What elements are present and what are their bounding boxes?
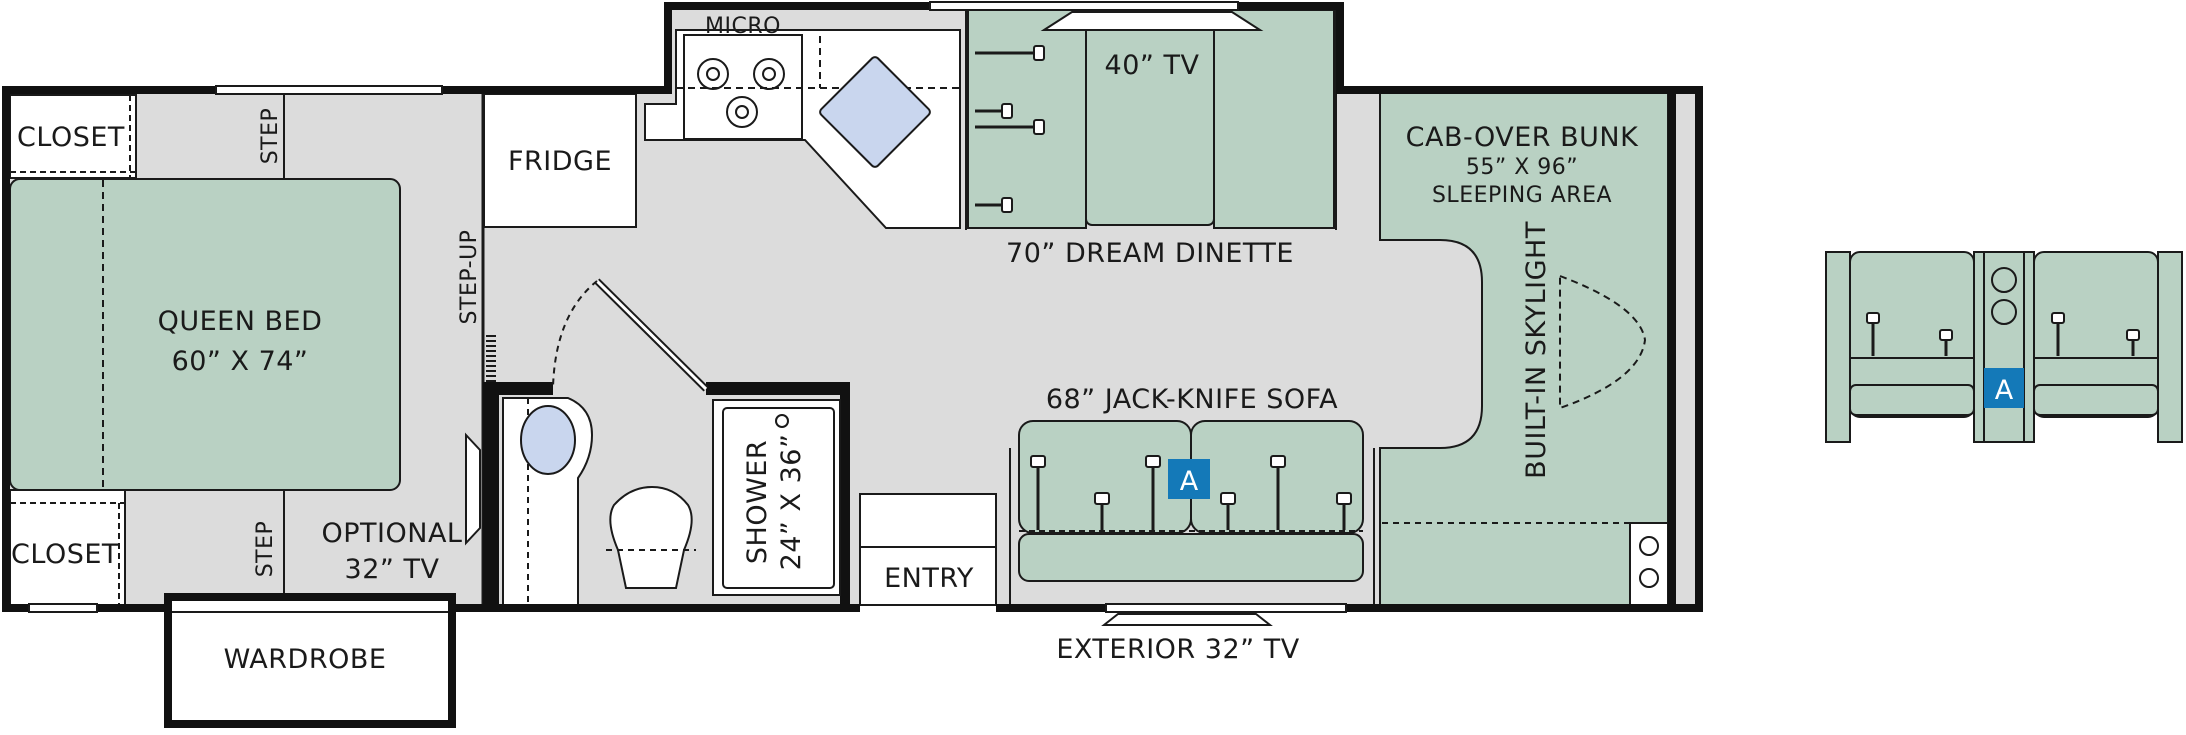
bed-size-label: 60” X 74” — [172, 346, 309, 377]
skylight-outline — [1559, 274, 1647, 410]
kitchen-sink — [819, 56, 931, 168]
micro-label: MICRO — [705, 14, 781, 39]
wardrobe — [164, 593, 456, 728]
detail-armrest — [1825, 251, 1851, 443]
bunk-switch-panel — [1629, 522, 1669, 606]
bathroom-door — [595, 279, 708, 391]
bunk-size-label: 55” X 96” — [1466, 155, 1578, 180]
tv-40-shape — [1040, 11, 1264, 31]
bunk-title-label: CAB-OVER BUNK — [1406, 122, 1639, 153]
cupholder-icon — [1991, 299, 2017, 325]
shower-label: SHOWER — [742, 440, 773, 564]
optional-tv-label: OPTIONAL — [322, 518, 463, 549]
bathroom-sink — [520, 405, 576, 475]
dinette-bench-left — [967, 9, 1087, 229]
fridge-label: FRIDGE — [508, 146, 612, 177]
shower-pan — [722, 407, 835, 589]
wardrobe-label: WARDROBE — [224, 644, 387, 675]
entry-step — [859, 493, 997, 606]
bunk-area-label: SLEEPING AREA — [1432, 183, 1612, 208]
detail-badge-label: A — [1995, 375, 2014, 406]
switch-knob-icon — [1639, 536, 1659, 556]
cab-over-bunk — [1379, 91, 1669, 606]
tv-40-label: 40” TV — [1105, 50, 1200, 81]
burner-icon — [735, 105, 749, 119]
closet-bottom-label: CLOSET — [11, 539, 119, 570]
bathroom-wall — [706, 382, 850, 395]
dinette-label: 70” DREAM DINETTE — [1006, 238, 1294, 269]
detail-cushion-left — [1849, 384, 1975, 416]
burner-icon — [726, 96, 758, 128]
sofa-badge-label: A — [1180, 466, 1199, 497]
step-top-label: STEP — [258, 108, 283, 165]
door-swing-arc — [552, 280, 598, 389]
fridge — [483, 93, 637, 228]
window-sills — [28, 1, 1347, 613]
exterior-tv-shape — [1101, 613, 1273, 626]
burner-icon — [762, 67, 776, 81]
shower-size-label: 24” X 36” — [776, 434, 807, 571]
closet-bottom — [9, 489, 126, 606]
bathroom-wall — [840, 382, 850, 605]
bed-title-label: QUEEN BED — [158, 306, 323, 337]
toilet — [609, 485, 693, 589]
sofa-seat-left — [1018, 420, 1192, 534]
optional-tv-shape — [465, 432, 481, 546]
optional-tv-size-label: 32” TV — [345, 554, 440, 585]
cupholder-icon — [1991, 267, 2017, 293]
sofa-base — [1018, 533, 1364, 582]
seatbelt-icons — [1030, 455, 1352, 530]
sofa-badge — [1168, 459, 1210, 499]
burner-icon — [697, 58, 729, 90]
entry-label: ENTRY — [884, 563, 974, 594]
switch-knob-icon — [1639, 568, 1659, 588]
sofa-detail: A — [1825, 251, 2183, 443]
step-bottom-label: STEP — [253, 521, 278, 578]
skylight-label: BUILT-IN SKYLIGHT — [1521, 221, 1552, 479]
sofa-label: 68” JACK-KNIFE SOFA — [1046, 384, 1338, 415]
exterior-tv-label: EXTERIOR 32” TV — [1056, 634, 1299, 665]
shower-drain-icon — [775, 414, 789, 428]
bathroom-wall — [483, 382, 499, 605]
step-up-label: STEP-UP — [457, 230, 482, 325]
seatbelt-icons — [1866, 312, 2140, 356]
detail-badge — [1984, 368, 2024, 408]
burner-icon — [753, 58, 785, 90]
bathroom-wall — [483, 382, 553, 395]
dinette-bench-right — [1213, 9, 1335, 229]
burner-icon — [706, 67, 720, 81]
seatbelt-icons — [975, 45, 1045, 213]
exterior-walls — [2, 2, 1703, 612]
detail-armrest — [2157, 251, 2183, 443]
closet-top-label: CLOSET — [17, 122, 125, 153]
detail-cushion-right — [2033, 384, 2159, 416]
